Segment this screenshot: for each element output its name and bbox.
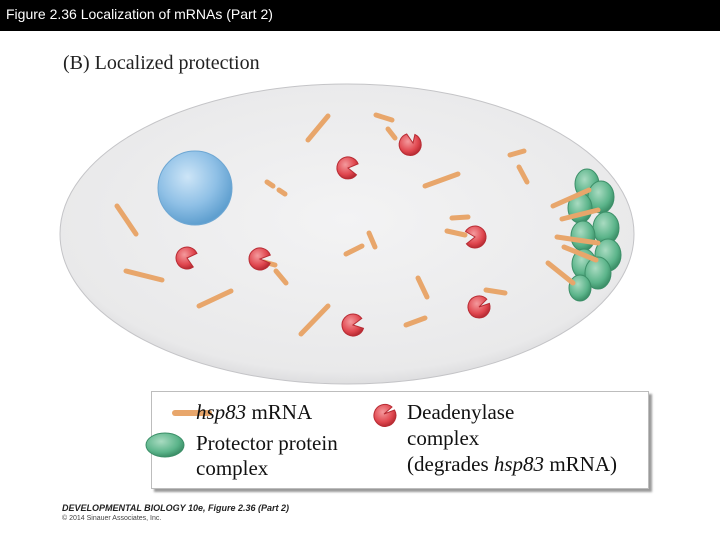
mrna-group	[114, 112, 530, 337]
deadenylase-complex	[341, 313, 365, 337]
mrna-rod	[403, 315, 428, 328]
protector-protein	[568, 274, 592, 302]
mrna-rod	[483, 287, 508, 296]
deadenylase-complex	[175, 246, 198, 270]
mrna-rod	[343, 243, 365, 257]
mrna-rod	[114, 203, 139, 237]
cell-body	[59, 83, 635, 385]
deadenylase-complex	[248, 247, 271, 271]
mrna-rod	[422, 171, 461, 189]
panel-label: (B) Localized protection	[63, 52, 260, 74]
protector-legend-icon	[145, 432, 185, 458]
deadenylase-legend-label-3: (degrades hsp83 mRNA)	[407, 452, 617, 476]
deadenylase-complex	[467, 295, 491, 319]
mrna-rod	[559, 207, 601, 222]
mrna-rod	[366, 230, 378, 250]
protector-legend-label-2: complex	[196, 456, 269, 480]
mrna-rod	[415, 275, 430, 300]
deadenylase-complex	[464, 225, 487, 249]
deadenylase-legend-icon	[373, 403, 397, 427]
protector-protein	[584, 256, 612, 290]
mrna-rod	[507, 148, 527, 158]
nucleus	[157, 150, 233, 226]
deadenylase-group	[175, 133, 491, 337]
deadenylase-legend-label-1: Deadenylase	[407, 400, 515, 424]
protector-protein	[570, 220, 596, 252]
mrna-rod	[196, 288, 234, 309]
mrna-legend-icon	[172, 410, 212, 416]
footer-title: DEVELOPMENTAL BIOLOGY 10e, Figure 2.36 (…	[62, 503, 290, 513]
mrna-rod	[449, 214, 471, 221]
mrna-rod	[385, 126, 398, 141]
mrna-rod	[264, 179, 276, 189]
mrna-rod	[276, 187, 288, 197]
deadenylase-legend-label-2: complex	[407, 426, 480, 450]
footer-copyright: © 2014 Sinauer Associates, Inc.	[62, 515, 162, 522]
mrna-rod	[554, 234, 601, 246]
mrna-rod	[298, 303, 331, 337]
mrna-rod	[305, 113, 331, 143]
deadenylase-complex	[398, 133, 422, 156]
title-bar: Figure 2.36 Localization of mRNAs (Part …	[0, 0, 720, 31]
mrna-rod	[550, 187, 592, 209]
mrna-rod	[516, 164, 530, 185]
legend: hsp83 mRNA Protector protein complex Dea…	[145, 391, 649, 489]
mrna-legend-label: hsp83 mRNA	[196, 400, 313, 424]
mrna-rod	[444, 228, 468, 238]
mrna-rod	[373, 112, 395, 123]
slide-title: Figure 2.36 Localization of mRNAs (Part …	[6, 6, 273, 22]
protector-legend-label-1: Protector protein	[196, 431, 338, 455]
mrna-rod	[545, 260, 576, 286]
protected-mrna-group	[545, 187, 601, 286]
mrna-rod	[123, 268, 165, 283]
mrna-rod	[561, 244, 599, 263]
mrna-rod	[273, 268, 289, 286]
deadenylase-complex	[336, 156, 359, 180]
